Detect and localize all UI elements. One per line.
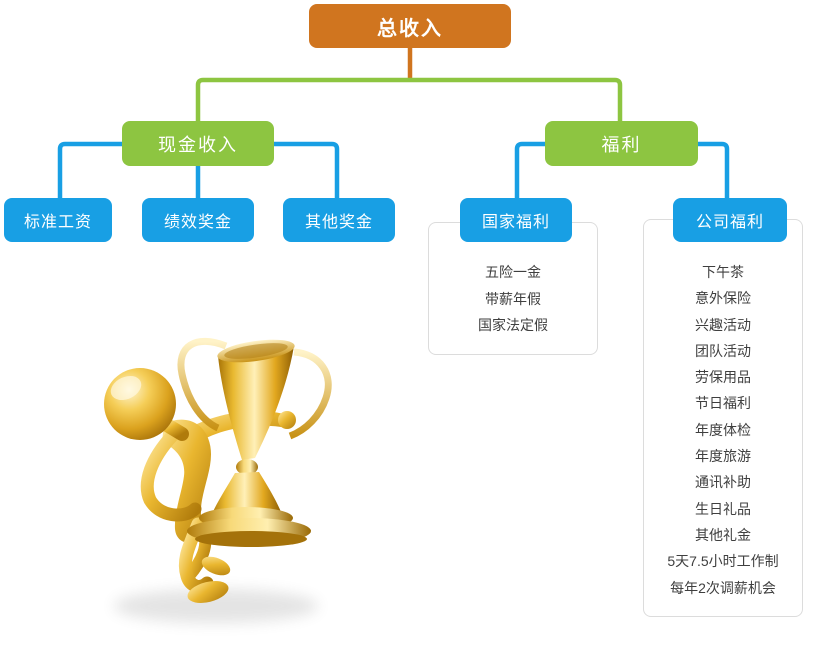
trophy xyxy=(177,337,332,547)
benefit-item: 团队活动 xyxy=(695,342,751,359)
node-national-benefits: 国家福利 xyxy=(460,198,572,242)
connector-welfare-national xyxy=(514,141,545,198)
figure-far-hand xyxy=(278,411,296,429)
node-standard-salary: 标准工资 xyxy=(4,198,112,242)
benefit-item: 生日礼品 xyxy=(695,500,751,517)
node-welfare: 福利 xyxy=(545,121,698,166)
figure-head xyxy=(104,368,176,440)
benefit-item: 国家法定假 xyxy=(478,317,548,333)
benefit-item: 通讯补助 xyxy=(695,474,751,491)
connector-level1 xyxy=(195,77,623,122)
connector-cash-otherbonus xyxy=(273,141,340,198)
trophy-rim-inner xyxy=(224,343,288,359)
node-performance-bonus: 绩效奖金 xyxy=(142,198,254,242)
trophy-handle-left xyxy=(177,337,228,432)
figure-head-highlight xyxy=(110,375,142,401)
node-company-benefits: 公司福利 xyxy=(673,198,787,242)
benefit-item: 其他礼金 xyxy=(695,526,751,543)
national-benefits-list: 五险一金 带薪年假 国家法定假 xyxy=(429,223,597,339)
figure-shadow xyxy=(114,589,318,623)
trophy-knob xyxy=(236,459,258,475)
gold-trophy-figure-illustration xyxy=(104,337,332,623)
figure-foot-front xyxy=(187,581,229,603)
node-cash-income: 现金收入 xyxy=(122,121,274,166)
benefit-item: 每年2次调薪机会 xyxy=(670,579,776,596)
trophy-cup xyxy=(218,346,294,460)
benefit-item: 年度体检 xyxy=(695,421,751,438)
figure-foot-back xyxy=(201,556,231,576)
company-benefits-list: 下午茶 意外保险 兴趣活动 团队活动 劳保用品 节日福利 年度体检 年度旅游 通… xyxy=(644,220,802,601)
benefit-item: 年度旅游 xyxy=(695,448,751,465)
company-benefits-panel: 下午茶 意外保险 兴趣活动 团队活动 劳保用品 节日福利 年度体检 年度旅游 通… xyxy=(643,219,803,617)
benefit-item: 节日福利 xyxy=(695,395,751,412)
trophy-stem xyxy=(211,472,281,516)
trophy-handle-right xyxy=(288,348,332,440)
figure-near-arm xyxy=(140,429,202,522)
trophy-base-bottom xyxy=(195,531,307,547)
benefit-item: 带薪年假 xyxy=(485,290,541,307)
benefit-item: 五险一金 xyxy=(485,264,541,280)
benefit-item: 意外保险 xyxy=(695,290,751,307)
node-total-income: 总收入 xyxy=(309,4,511,48)
node-other-bonus: 其他奖金 xyxy=(283,198,395,242)
benefit-item: 兴趣活动 xyxy=(695,316,751,333)
connector-cash-salary xyxy=(57,141,122,198)
benefit-item: 劳保用品 xyxy=(695,369,751,386)
connector-welfare-company xyxy=(698,141,730,198)
benefit-item: 下午茶 xyxy=(702,264,744,280)
benefit-item: 5天7.5小时工作制 xyxy=(667,553,779,570)
